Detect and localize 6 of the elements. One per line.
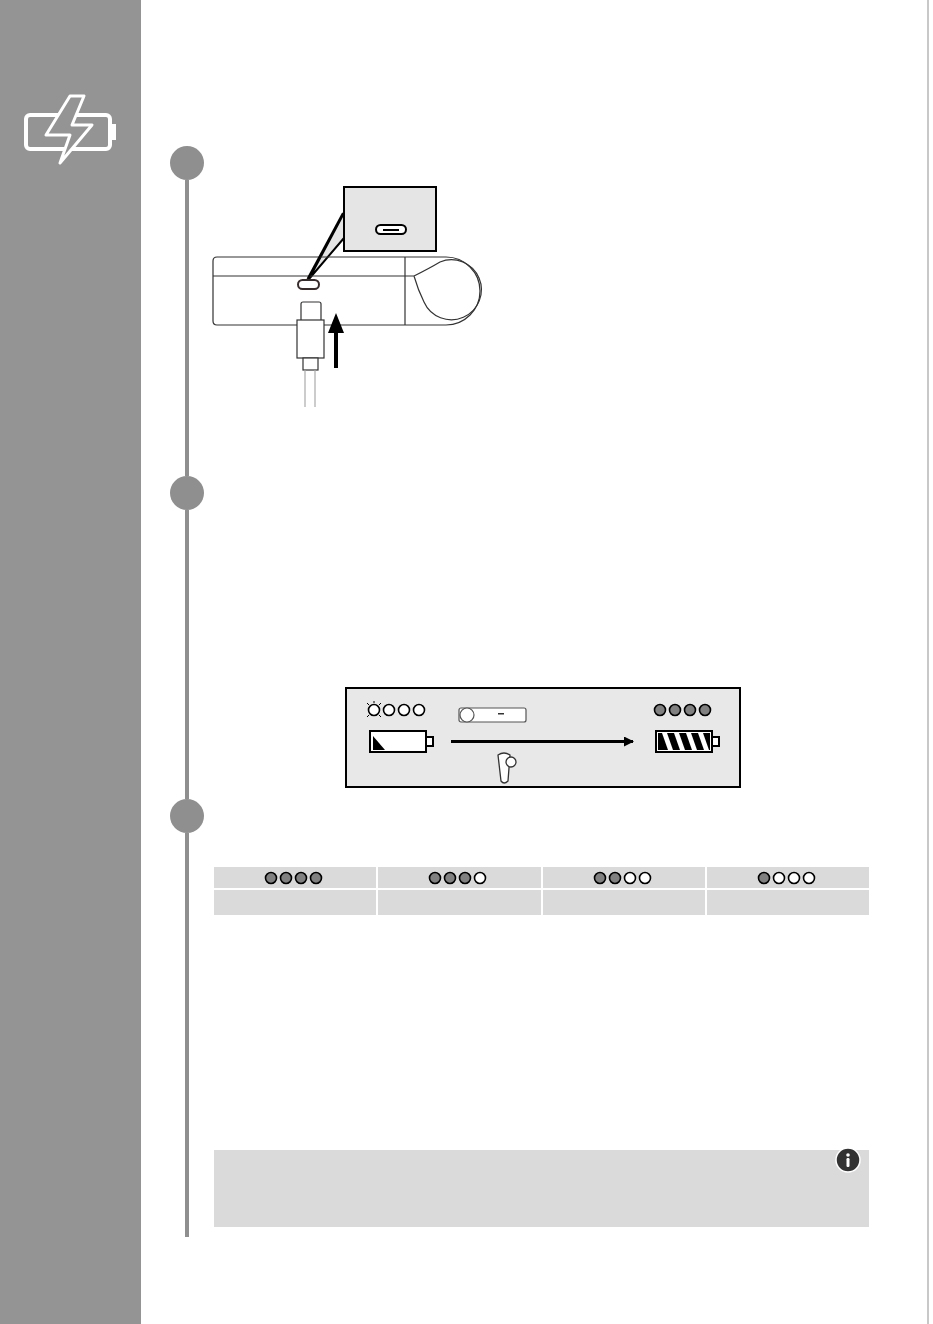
- timeline-line: [185, 180, 189, 476]
- arrow: [451, 736, 634, 747]
- battery-icon: [369, 730, 435, 753]
- usb-port: [297, 279, 320, 290]
- timeline-line: [185, 510, 189, 799]
- battery-icon: [655, 730, 721, 753]
